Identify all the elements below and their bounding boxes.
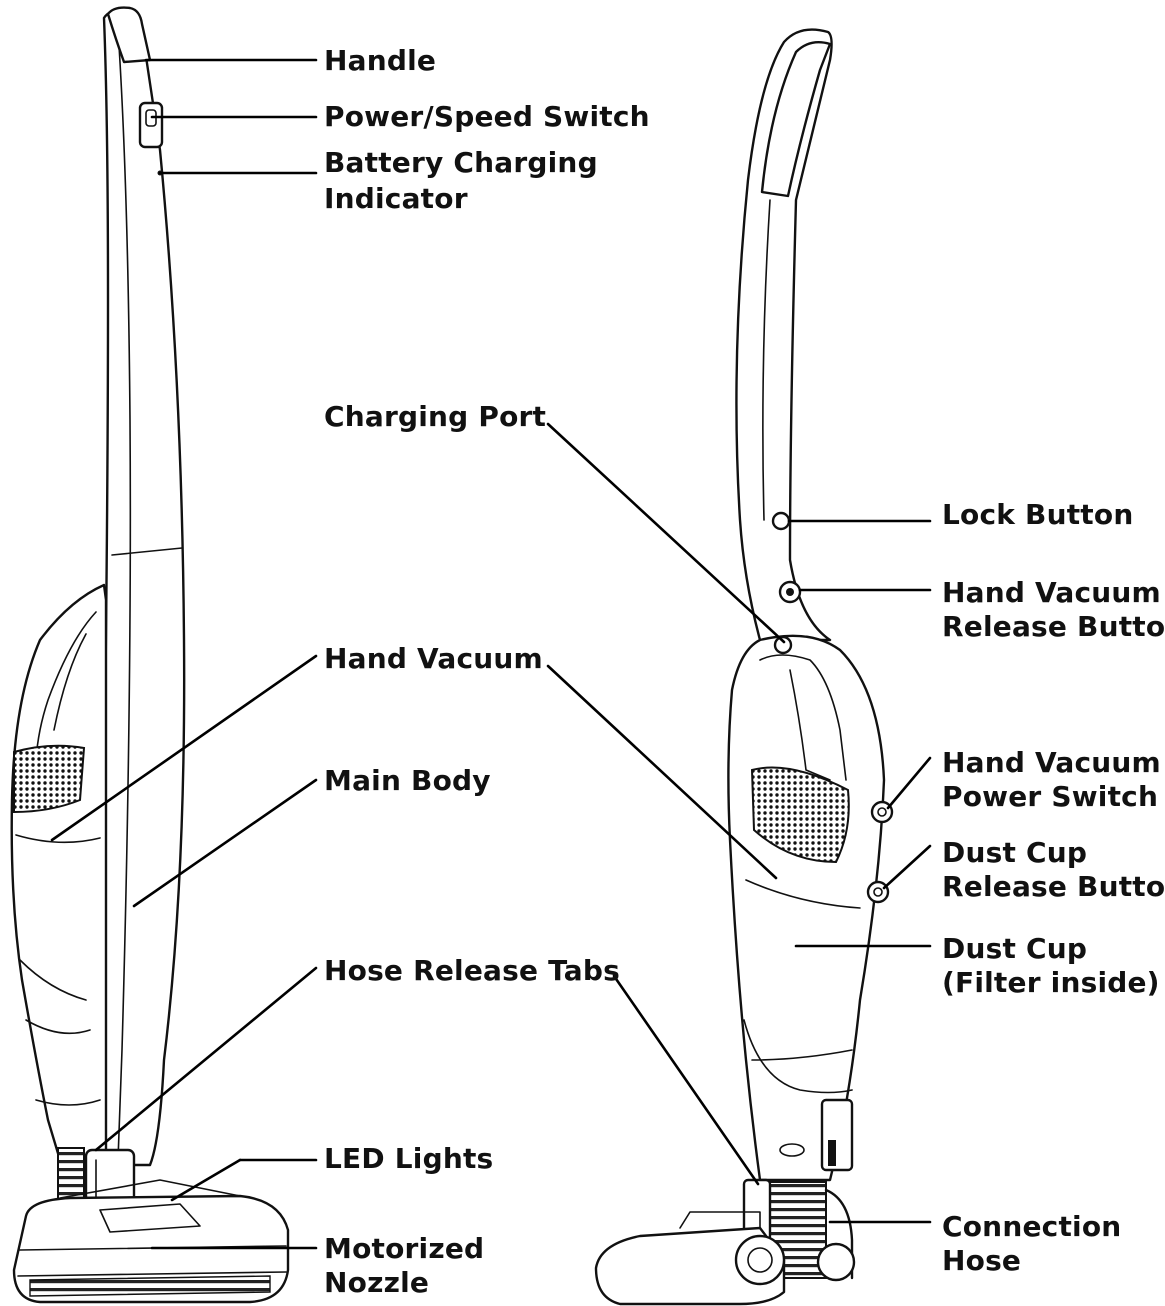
- right-vacuum-illustration: [594, 28, 894, 1306]
- left-hand-vacuum-shape: [10, 583, 108, 1162]
- label-battery-charging-line2: Indicator: [324, 182, 468, 215]
- label-battery-charging-line1: Battery Charging: [324, 146, 598, 179]
- label-dust-cup-release-line2: Release Button: [942, 870, 1165, 903]
- label-dust-cup-line2: (Filter inside): [942, 966, 1160, 999]
- label-hand-vacuum-power-line1: Hand Vacuum: [942, 746, 1161, 779]
- label-led-lights: LED Lights: [324, 1142, 494, 1175]
- label-connection-hose-line1: Connection: [942, 1210, 1122, 1243]
- label-lock-button: Lock Button: [942, 498, 1134, 531]
- label-main-body: Main Body: [324, 764, 491, 797]
- label-motorized-nozzle-line2: Nozzle: [324, 1266, 430, 1299]
- label-power-speed-switch: Power/Speed Switch: [324, 100, 650, 133]
- leader-lines: [50, 58, 932, 1250]
- label-dust-cup-release-line1: Dust Cup: [942, 836, 1088, 869]
- hand-vacuum-power-switch-shape: [870, 800, 894, 824]
- left-main-body-shape: [100, 8, 186, 1167]
- label-handle: Handle: [324, 44, 437, 77]
- label-hand-vacuum-release-line1: Hand Vacuum: [942, 576, 1161, 609]
- label-hand-vacuum: Hand Vacuum: [324, 642, 543, 675]
- label-charging-port: Charging Port: [324, 400, 547, 433]
- right-nozzle-shape: [594, 1226, 786, 1306]
- charging-port-shape: [773, 635, 793, 655]
- label-hand-vacuum-power-line2: Power Switch: [942, 780, 1159, 813]
- label-hand-vacuum-release-line2: Release Button: [942, 610, 1165, 643]
- label-motorized-nozzle-line1: Motorized: [324, 1232, 485, 1265]
- label-dust-cup-line1: Dust Cup: [942, 932, 1088, 965]
- left-vacuum-illustration: [10, 6, 290, 1304]
- label-hose-release-tabs: Hose Release Tabs: [324, 954, 621, 987]
- dust-cup-release-button-shape: [866, 880, 890, 904]
- label-connection-hose-line2: Hose: [942, 1244, 1022, 1277]
- right-main-body-shape: [735, 28, 833, 642]
